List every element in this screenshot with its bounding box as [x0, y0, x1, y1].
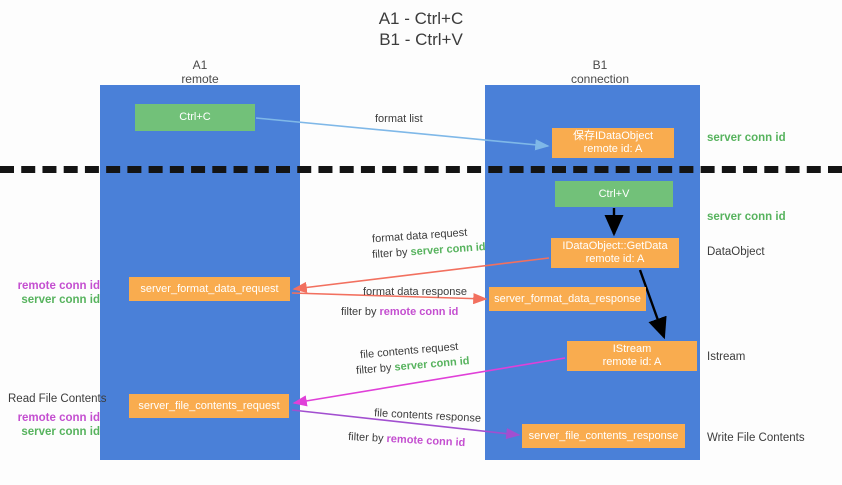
clipboard-boundary-divider [0, 166, 842, 173]
box-ctrl-v[interactable]: Ctrl+V [555, 181, 673, 207]
flow-label-format-data-response: format data response [363, 286, 467, 298]
label-server-conn-id-2: server conn id [21, 426, 100, 438]
label-dataobject: DataObject [707, 246, 765, 258]
label-conn-ids-format: remote conn id server conn id [8, 279, 100, 307]
filter-prefix-3: filter by [355, 361, 396, 377]
box-istream[interactable]: IStream remote id: A [567, 341, 697, 371]
label-remote-conn-id-2: remote conn id [17, 412, 100, 424]
filter-value-2: remote conn id [379, 306, 459, 318]
flow-label-format-list: format list [375, 113, 423, 125]
box-idataobject[interactable]: 保存IDataObject remote id: A [552, 128, 674, 158]
label-remote-conn-id-1: remote conn id [17, 280, 100, 292]
label-istream: Istream [707, 351, 746, 363]
column-header-b1: B1 connection [570, 58, 630, 86]
filter-value-4: remote conn id [386, 432, 466, 450]
label-conn-ids-file: remote conn id server conn id [8, 411, 100, 439]
box-ctrl-c[interactable]: Ctrl+C [135, 104, 255, 131]
flow-label-format-data-response-filter: filter by remote conn id [341, 305, 458, 320]
label-server-conn-id-top: server conn id [707, 132, 786, 144]
label-read-file-contents: Read File Contents [8, 393, 107, 405]
filter-prefix-1: filter by [371, 246, 411, 261]
box-server-format-data-request[interactable]: server_format_data_request [129, 277, 290, 301]
diagram-title: A1 - Ctrl+C B1 - Ctrl+V [378, 9, 464, 49]
label-write-file-contents: Write File Contents [707, 432, 805, 444]
flow-label-file-contents-response-filter: filter by remote conn id [348, 430, 466, 451]
label-server-conn-id-1: server conn id [21, 294, 100, 306]
box-server-file-contents-response[interactable]: server_file_contents_response [522, 424, 685, 448]
filter-prefix-2: filter by [341, 306, 380, 318]
label-server-conn-id-mid: server conn id [707, 211, 786, 223]
filter-value-1: server conn id [410, 241, 486, 259]
box-server-format-data-response[interactable]: server_format_data_response [489, 287, 646, 311]
filter-prefix-4: filter by [347, 430, 387, 445]
box-idataobject-getdata[interactable]: IDataObject::GetData remote id: A [551, 238, 679, 268]
flow-label-file-contents-response: file contents response [373, 407, 482, 425]
box-server-file-contents-request[interactable]: server_file_contents_request [129, 394, 289, 418]
column-header-a1: A1 remote [181, 58, 219, 86]
